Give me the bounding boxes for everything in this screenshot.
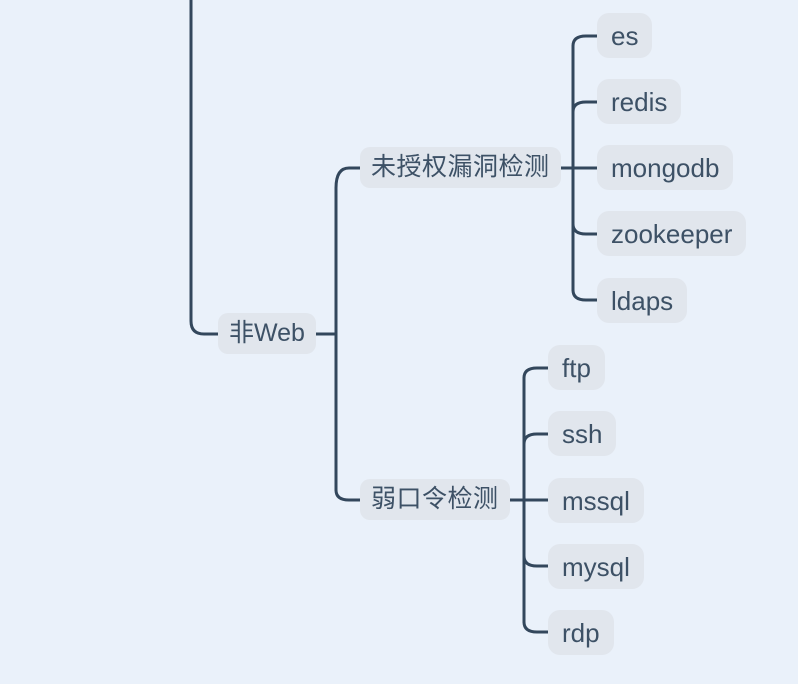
connector-to-ssh [522,432,551,446]
connector-root-to-non-web [189,0,221,336]
node-zookeeper-label: zookeeper [611,218,733,249]
node-weak-password-detection-label: 弱口令检测 [371,485,499,513]
node-ssh[interactable]: ssh [548,411,617,456]
node-mssql[interactable]: mssql [548,478,644,523]
node-zookeeper[interactable]: zookeeper [597,211,747,256]
node-unauth-vuln-detection-label: 未授权漏洞检测 [371,153,550,181]
node-redis[interactable]: redis [597,79,682,124]
node-mssql-label: mssql [562,485,630,516]
node-es[interactable]: es [597,13,653,58]
node-rdp-label: rdp [562,617,600,648]
node-ldaps-label: ldaps [611,285,674,316]
node-redis-label: redis [611,86,668,117]
node-non-web-label: 非Web [229,319,305,347]
node-unauth-vuln-detection[interactable]: 未授权漏洞检测 [360,147,561,188]
node-weak-password-detection[interactable]: 弱口令检测 [360,479,510,520]
connector-to-ftp [522,366,551,380]
node-ftp-label: ftp [562,352,591,383]
connector-to-rdp [522,620,551,634]
connector-to-redis [571,100,600,114]
node-ftp[interactable]: ftp [548,345,605,390]
connector-to-ldaps [571,288,600,302]
node-mongodb-label: mongodb [611,152,720,183]
node-non-web[interactable]: 非Web [218,313,316,354]
connector-to-mysql [522,554,551,568]
node-rdp[interactable]: rdp [548,610,614,655]
node-ldaps[interactable]: ldaps [597,278,688,323]
node-es-label: es [611,20,639,51]
node-mysql-label: mysql [562,551,630,582]
node-ssh-label: ssh [562,418,603,449]
connector-stem-to-weak-password [334,488,363,502]
node-mongodb[interactable]: mongodb [597,145,734,190]
connector-stem-to-unauth-vuln [334,166,363,190]
node-mysql[interactable]: mysql [548,544,644,589]
connector-to-zookeeper [571,222,600,236]
connector-to-es [571,34,600,48]
